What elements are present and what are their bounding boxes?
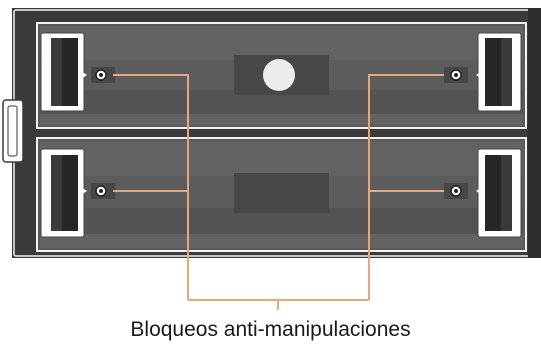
drawer-handle-icon[interactable] bbox=[40, 148, 85, 238]
callout-caption: Bloqueos anti-manipulaciones bbox=[130, 318, 411, 341]
label-plate bbox=[234, 173, 329, 213]
lower-drawer bbox=[36, 137, 527, 252]
callout-lines bbox=[113, 74, 444, 310]
drawer-handle-icon[interactable] bbox=[40, 32, 85, 112]
drawer-handle-icon[interactable] bbox=[477, 32, 522, 112]
status-led-icon bbox=[263, 59, 295, 91]
upper-drawer bbox=[36, 22, 527, 129]
drawer-handle-icon[interactable] bbox=[477, 148, 522, 238]
